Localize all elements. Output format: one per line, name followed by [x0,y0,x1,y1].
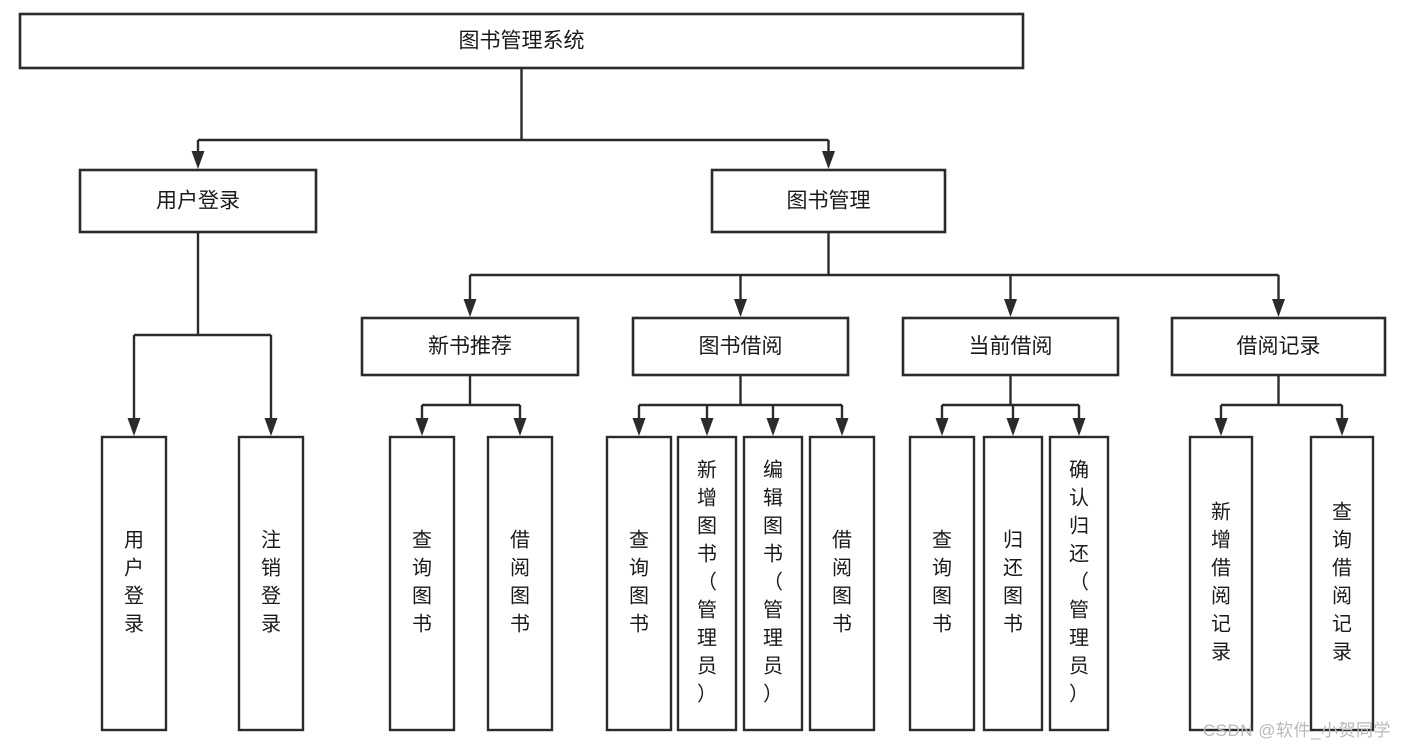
node-label-records: 借阅记录 [1237,335,1321,358]
node-box-r_query[interactable] [1309,435,1375,732]
node-label-b_borrow: 借阅图书 [832,529,852,636]
node-borrow[interactable]: 图书借阅 [631,316,850,377]
connector-group-root [191,68,835,169]
node-layer: 图书管理系统用户登录图书管理新书推荐图书借阅当前借阅借阅记录用户登录注销登录查询… [18,12,1387,732]
node-label-bookmgmt: 图书管理 [787,190,871,213]
node-box-r_add[interactable] [1188,435,1254,732]
node-box-n_borrow[interactable] [486,435,554,732]
connector-group-current [935,375,1086,436]
node-label-c_confirm: 确认归还（管理员） [1069,459,1089,706]
node-c_query[interactable]: 查询图书 [908,435,976,732]
edge-layer [127,68,1349,436]
node-l_logout[interactable]: 注销登录 [237,435,305,732]
node-label-root: 图书管理系统 [459,30,585,53]
node-r_add[interactable]: 新增借阅记录 [1188,435,1254,732]
node-newbook[interactable]: 新书推荐 [360,316,580,377]
node-box-c_return[interactable] [982,435,1044,732]
node-login[interactable]: 用户登录 [78,168,318,234]
node-label-current: 当前借阅 [969,335,1053,358]
node-label-c_return: 归还图书 [1003,529,1023,636]
node-label-c_query: 查询图书 [932,529,952,636]
node-box-l_logout[interactable] [237,435,305,732]
node-label-n_borrow: 借阅图书 [510,529,530,636]
node-box-b_query[interactable] [605,435,673,732]
node-b_edit[interactable]: 编辑图书（管理员） [742,435,804,732]
node-bookmgmt[interactable]: 图书管理 [710,168,947,234]
node-box-bookmgmt[interactable] [710,168,947,234]
node-label-r_query: 查询借阅记录 [1332,501,1352,664]
connector-group-records [1214,375,1349,436]
node-l_login[interactable]: 用户登录 [100,435,168,732]
node-box-c_confirm[interactable] [1048,435,1110,732]
node-root[interactable]: 图书管理系统 [18,12,1025,70]
node-label-borrow: 图书借阅 [699,335,783,358]
node-records[interactable]: 借阅记录 [1170,316,1387,377]
node-box-b_add[interactable] [676,435,738,732]
node-label-r_add: 新增借阅记录 [1211,501,1231,664]
node-label-b_add: 新增图书（管理员） [697,459,717,706]
node-box-current[interactable] [901,316,1120,377]
node-b_borrow[interactable]: 借阅图书 [808,435,876,732]
node-box-borrow[interactable] [631,316,850,377]
node-b_add[interactable]: 新增图书（管理员） [676,435,738,732]
node-n_borrow[interactable]: 借阅图书 [486,435,554,732]
csdn-watermark: CSDN @软件_小贺同学 [1202,721,1391,740]
node-r_query[interactable]: 查询借阅记录 [1309,435,1375,732]
node-b_query[interactable]: 查询图书 [605,435,673,732]
node-box-login[interactable] [78,168,318,234]
node-box-records[interactable] [1170,316,1387,377]
node-box-b_edit[interactable] [742,435,804,732]
connector-group-borrow [632,375,849,436]
node-label-b_query: 查询图书 [629,529,649,636]
node-n_query[interactable]: 查询图书 [388,435,456,732]
connector-group-bookmgmt [463,232,1285,317]
node-box-root[interactable] [18,12,1025,70]
node-current[interactable]: 当前借阅 [901,316,1120,377]
node-label-l_login: 用户登录 [124,530,144,636]
node-label-newbook: 新书推荐 [428,335,512,358]
node-box-c_query[interactable] [908,435,976,732]
node-box-l_login[interactable] [100,435,168,732]
connector-group-login [127,232,278,436]
node-box-b_borrow[interactable] [808,435,876,732]
node-label-l_logout: 注销登录 [261,529,281,636]
connector-group-newbook [415,375,527,436]
node-label-n_query: 查询图书 [412,529,432,636]
node-box-n_query[interactable] [388,435,456,732]
node-label-b_edit: 编辑图书（管理员） [763,459,783,706]
node-box-newbook[interactable] [360,316,580,377]
node-c_confirm[interactable]: 确认归还（管理员） [1048,435,1110,732]
node-c_return[interactable]: 归还图书 [982,435,1044,732]
node-label-login: 用户登录 [156,190,240,213]
